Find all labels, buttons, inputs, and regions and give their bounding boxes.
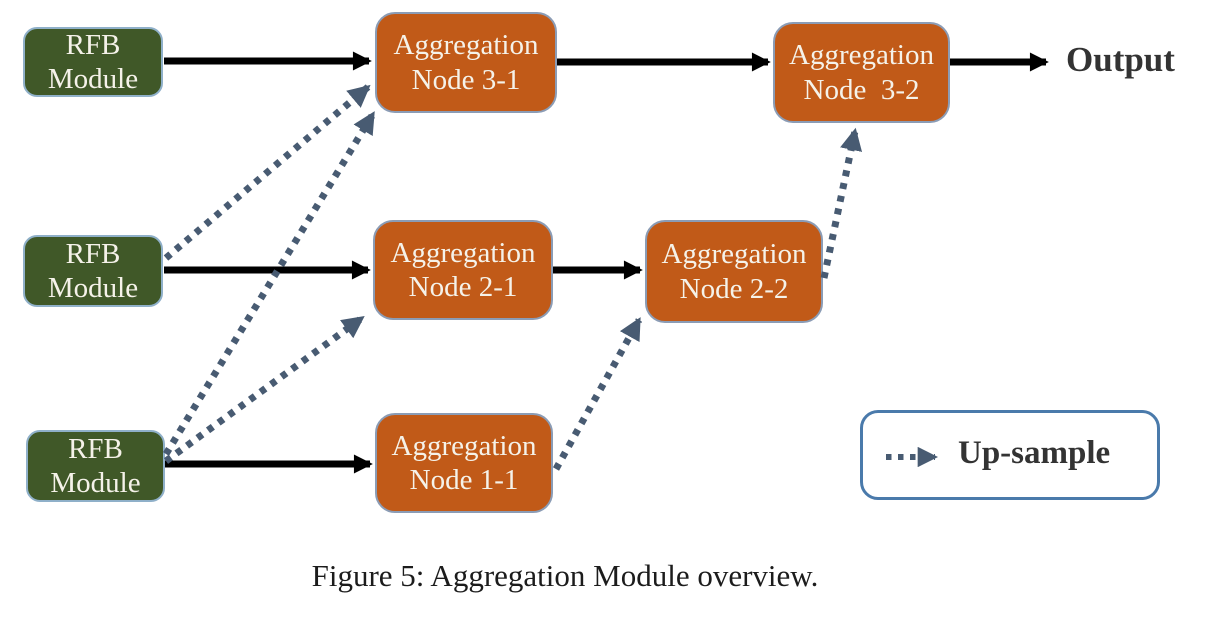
aggregation-node-3-2: Aggregation Node 3-2 [773,22,950,123]
aggregation-node-1-1: Aggregation Node 1-1 [375,413,553,513]
aggregation-node-1-1-label-line1: Aggregation [391,429,537,462]
rfb-module-middle-label-line2: Module [47,272,139,304]
aggregation-node-3-1-label-line1: Aggregation [393,29,539,62]
aggregation-node-2-1: Aggregation Node 2-1 [373,220,553,320]
edge-upsample-rfb-bottom-to-agg-2-1 [163,315,365,464]
aggregation-node-2-1-label-line1: Aggregation [390,236,536,269]
aggregation-node-3-1-label-line2: Node 3-1 [411,63,521,96]
legend-box: Up-sample [860,410,1160,500]
rfb-module-top-label-line1: RFB [65,28,121,61]
legend-label: Up-sample [958,435,1111,471]
edge-upsample-rfb-bottom-to-agg-3-1 [163,111,376,456]
rfb-module-bottom: RFB Module [26,430,165,502]
aggregation-node-3-2-label-line2: Node 3-2 [803,73,920,106]
aggregation-node-3-1: Aggregation Node 3-1 [375,12,557,113]
rfb-module-bottom-label-line1: RFB [68,432,123,465]
rfb-module-top-label-line2: Module [47,63,139,95]
edge-upsample-agg-1-1-to-agg-2-2 [552,317,643,471]
aggregation-node-1-1-label-line2: Node 1-1 [409,464,519,496]
aggregation-node-2-2: Aggregation Node 2-2 [645,220,823,323]
figure-caption: Figure 5: Aggregation Module overview. [311,558,819,593]
aggregation-node-2-2-label-line2: Node 2-2 [679,272,789,305]
edge-upsample-agg-2-2-to-agg-3-2 [820,127,863,279]
aggregation-node-2-1-label-line2: Node 2-1 [408,271,518,303]
rfb-module-middle-label-line1: RFB [65,237,121,270]
rfb-module-bottom-label-line2: Module [50,467,141,499]
rfb-module-middle: RFB Module [23,235,163,307]
output-label: Output [1066,40,1175,79]
aggregation-node-3-2-label-line1: Aggregation [789,39,934,72]
rfb-module-top: RFB Module [23,27,163,97]
legend-upsample-arrow-icon [886,446,939,468]
edge-upsample-rfb-middle-to-agg-3-1 [163,84,371,261]
aggregation-node-2-2-label-line1: Aggregation [661,238,807,271]
